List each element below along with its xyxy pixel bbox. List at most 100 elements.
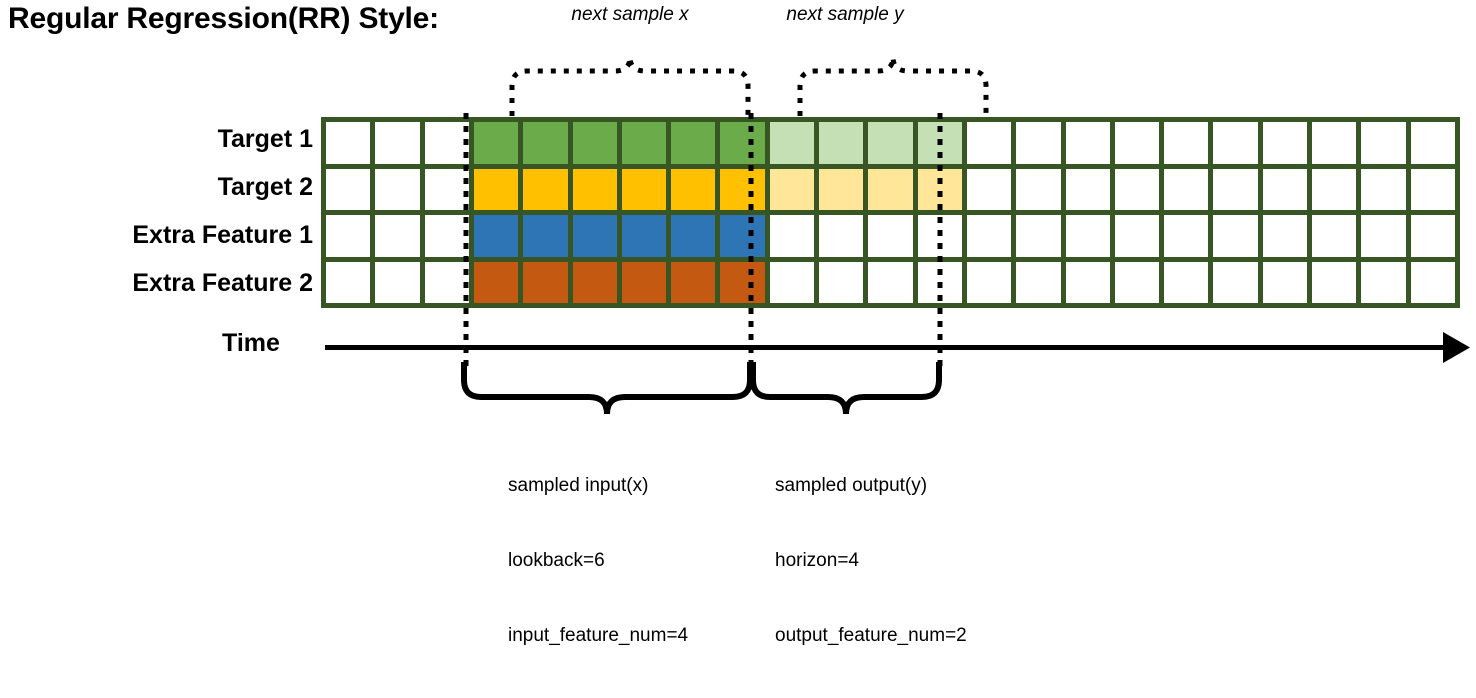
grid-cell [621, 261, 667, 303]
grid-cell [917, 122, 962, 164]
grid-cell [1312, 261, 1357, 303]
page-title: Regular Regression(RR) Style: [8, 2, 439, 35]
grid-cell [1016, 168, 1061, 210]
grid-cell [375, 168, 420, 210]
grid-cell [1016, 122, 1061, 164]
grid-cell [375, 122, 420, 164]
grid-cell [1410, 261, 1455, 303]
grid-cell [473, 168, 519, 210]
grid-cell [917, 168, 962, 210]
annotation-next-sample-x: next sample x [571, 4, 689, 25]
grid-cell [868, 122, 913, 164]
grid-cell [917, 261, 962, 303]
grid-cell [326, 261, 371, 303]
row-label-extra-feature-2: Extra Feature 2 [132, 269, 313, 297]
grid-cell [1262, 168, 1308, 210]
grid-cell [1361, 261, 1406, 303]
grid-cell [1164, 122, 1209, 164]
grid-cell [523, 168, 568, 210]
grid-cell [769, 122, 815, 164]
grid-cell [621, 122, 667, 164]
grid-cell [572, 261, 617, 303]
grid-cell [572, 215, 617, 257]
grid-cell [1213, 122, 1258, 164]
time-axis-line [325, 345, 1460, 350]
grid-cell [523, 215, 568, 257]
caption-output-line2: horizon=4 [775, 550, 859, 571]
grid-cell [424, 261, 469, 303]
grid-cell [1065, 122, 1110, 164]
grid-cell [671, 261, 716, 303]
grid-cell [1410, 168, 1455, 210]
grid-cell [1312, 168, 1357, 210]
grid-cell [523, 122, 568, 164]
grid-cell [671, 122, 716, 164]
grid-cell [424, 168, 469, 210]
row-label-extra-feature-1: Extra Feature 1 [132, 221, 313, 249]
time-axis-label: Time [222, 329, 280, 357]
grid-cell [621, 215, 667, 257]
grid-cell [1312, 122, 1357, 164]
caption-sampled-output: sampled output(y) horizon=4 output_featu… [775, 423, 967, 698]
grid-cell [1016, 215, 1061, 257]
grid-cell [1114, 215, 1160, 257]
grid-cell [572, 122, 617, 164]
caption-input-line3: input_feature_num=4 [508, 625, 689, 646]
grid-cell [473, 261, 519, 303]
grid-cell [1114, 168, 1160, 210]
caption-input-line2: lookback=6 [508, 550, 605, 571]
grid-cell [473, 215, 519, 257]
annotation-next-sample-y: next sample y [786, 4, 904, 25]
grid-cell [1410, 122, 1455, 164]
grid-cell [424, 215, 469, 257]
grid-cell [819, 122, 864, 164]
caption-input-line1: sampled input(x) [508, 475, 649, 496]
grid-cell [1361, 168, 1406, 210]
grid-cell [1114, 122, 1160, 164]
grid-cell [326, 215, 371, 257]
brace-sampled-output [750, 362, 942, 415]
grid-cell [621, 168, 667, 210]
grid-cell [1262, 215, 1308, 257]
grid-cell [1213, 168, 1258, 210]
grid-cell [671, 215, 716, 257]
caption-output-line3: output_feature_num=2 [775, 625, 967, 646]
grid-cell [819, 261, 864, 303]
grid-cell [1262, 261, 1308, 303]
brace-next-sample-x [509, 56, 751, 116]
caption-sampled-input: sampled input(x) lookback=6 input_featur… [508, 423, 688, 698]
grid-cell [720, 261, 765, 303]
grid-cell [1410, 215, 1455, 257]
grid-cell [1312, 215, 1357, 257]
grid-cell [966, 122, 1012, 164]
grid-cell [671, 168, 716, 210]
timeline-grid [321, 117, 1460, 308]
brace-next-sample-y [797, 56, 989, 116]
grid-cell [819, 215, 864, 257]
grid-cell [1361, 215, 1406, 257]
grid-cell [375, 261, 420, 303]
grid-cell [819, 168, 864, 210]
grid-cell [1262, 122, 1308, 164]
grid-cell [1164, 215, 1209, 257]
grid-cell [966, 215, 1012, 257]
grid-cell [720, 122, 765, 164]
grid-cell [326, 168, 371, 210]
grid-cell [1065, 215, 1110, 257]
grid-cell [1213, 215, 1258, 257]
grid-cell [572, 168, 617, 210]
grid-cell [868, 168, 913, 210]
grid-cell [1065, 261, 1110, 303]
grid-cell [966, 168, 1012, 210]
brace-sampled-input [461, 362, 753, 415]
grid-cell [375, 215, 420, 257]
row-label-target-1: Target 1 [217, 125, 313, 153]
grid-cell [1164, 168, 1209, 210]
grid-cell [868, 261, 913, 303]
grid-cell [1164, 261, 1209, 303]
grid-cell [966, 261, 1012, 303]
row-label-target-2: Target 2 [217, 173, 313, 201]
grid-cell [917, 215, 962, 257]
grid-cell [473, 122, 519, 164]
grid-cell [1016, 261, 1061, 303]
